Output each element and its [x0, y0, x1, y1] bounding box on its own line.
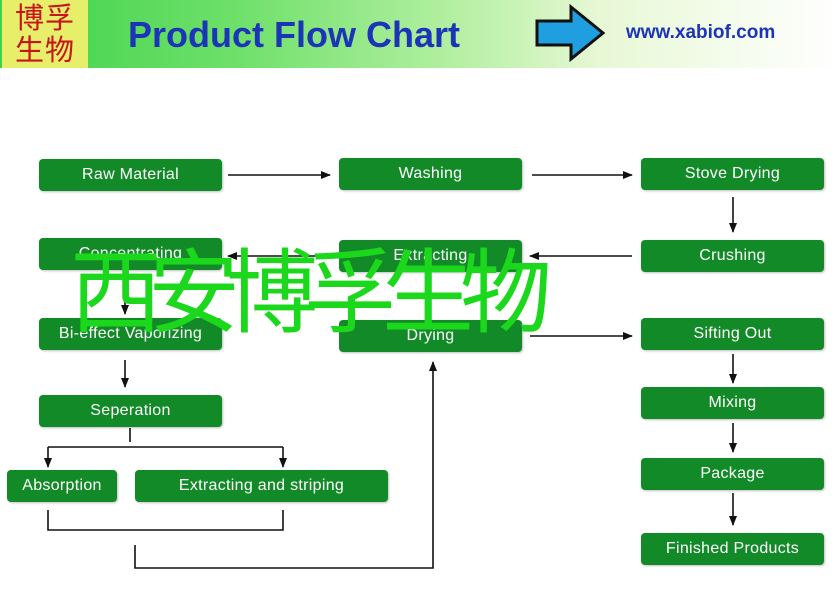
step-bi-effect-vaporizing: Bi-effect Vaporizing — [39, 318, 222, 350]
page-title: Product Flow Chart — [128, 14, 460, 55]
header-banner: 博孚 生物 Product Flow Chart www.xabiof.com — [0, 0, 840, 68]
website-url[interactable]: www.xabiof.com — [626, 22, 776, 43]
company-logo: 博孚 生物 — [2, 0, 88, 68]
logo-text-line2: 生物 — [15, 33, 76, 67]
arrow-return-to-drying — [134, 361, 437, 569]
step-crushing: Crushing — [641, 240, 824, 272]
step-package: Package — [641, 458, 824, 490]
step-finished-products: Finished Products — [641, 533, 824, 565]
step-drying: Drying — [339, 320, 522, 352]
right-arrow-icon — [535, 4, 606, 62]
step-washing: Washing — [339, 158, 522, 190]
step-concentrating: Concentrating — [39, 238, 222, 270]
step-stove-drying: Stove Drying — [641, 158, 824, 190]
step-extracting-and-striping: Extracting and striping — [135, 470, 388, 502]
line-merge-bracket — [47, 510, 284, 531]
step-raw-material: Raw Material — [39, 159, 222, 191]
logo-text-line1: 博孚 — [15, 1, 76, 35]
step-seperation: Seperation — [39, 395, 222, 427]
step-mixing: Mixing — [641, 387, 824, 419]
step-sifting-out: Sifting Out — [641, 318, 824, 350]
step-extracting: Extracting — [339, 240, 522, 272]
step-absorption: Absorption — [7, 470, 117, 502]
